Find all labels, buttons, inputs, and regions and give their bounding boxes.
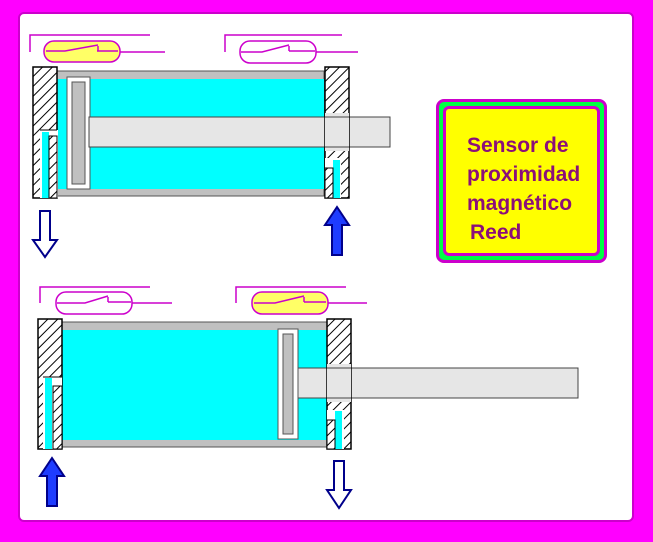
end-cap-left — [37, 318, 63, 450]
bottom-cylinder — [37, 286, 579, 510]
sensor-label-box: Sensor de proximidad magnético Reed — [436, 99, 607, 263]
top-cylinder — [29, 34, 391, 259]
sensor-label-line-2: proximidad — [467, 163, 581, 186]
arrow-up-filled-icon — [323, 205, 351, 256]
sensor-label: Sensor de proximidad magnético Reed — [443, 106, 600, 256]
end-cap-right — [324, 66, 350, 199]
sensor-label-line-3: magnético — [467, 192, 573, 215]
reed-sensor-top-right — [224, 34, 358, 64]
reed-sensor-top-left — [29, 34, 165, 63]
end-cap-left — [32, 66, 58, 199]
reed-sensor-bottom-left — [39, 286, 172, 315]
arrow-down-outline-icon — [325, 460, 353, 510]
sensor-label-line-4: Reed — [470, 221, 522, 244]
reed-sensor-bottom-right — [235, 286, 367, 315]
end-cap-right — [326, 318, 352, 450]
arrow-up-filled-icon — [38, 456, 66, 507]
sensor-label-line-1: Sensor de — [467, 134, 569, 157]
arrow-down-outline-icon — [31, 210, 59, 259]
